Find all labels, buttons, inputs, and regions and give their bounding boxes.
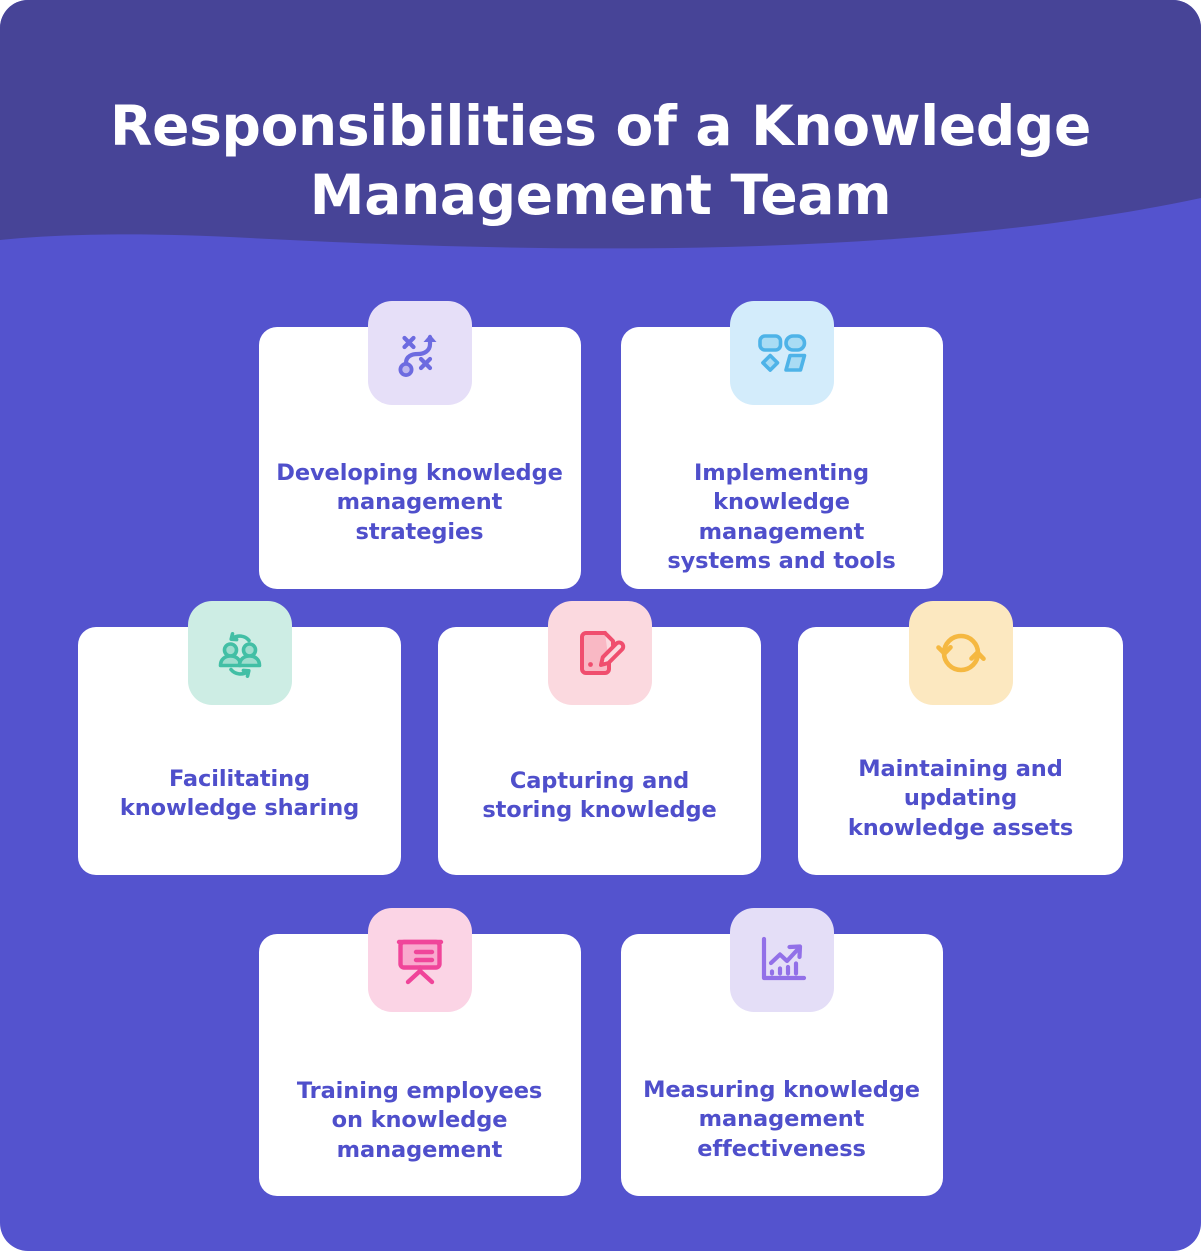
card-row-2: Facilitating knowledge sharing Capturing… — [0, 601, 1201, 875]
page-title: Responsibilities of a Knowledge Manageme… — [110, 93, 1091, 228]
card-row-3: Training employees on knowledge manageme… — [0, 908, 1201, 1196]
knowledge-sharing-people-icon — [218, 632, 261, 678]
document-edit-icon-tile — [547, 601, 652, 705]
card-training-employees-on-knowledge-management[interactable]: Training employees on knowledge manageme… — [258, 908, 581, 1196]
refresh-sync-icon-tile — [908, 601, 1013, 705]
card-label: Capturing and storing knowledge — [482, 768, 717, 824]
presentation-board-icon — [396, 939, 443, 985]
header-band — [0, 0, 1201, 270]
knowledge-sharing-people-icon-tile — [187, 601, 292, 705]
growth-chart-icon-tile — [729, 908, 834, 1012]
card-row-1: Developing knowledge management strategi… — [0, 301, 1201, 589]
card-facilitating-knowledge-sharing[interactable]: Facilitating knowledge sharing — [78, 601, 401, 875]
card-label: Measuring knowledge management effective… — [643, 1077, 920, 1162]
card-label: Maintaining and updating knowledge asset… — [847, 756, 1074, 841]
refresh-sync-icon — [935, 633, 986, 673]
card-capturing-and-storing-knowledge[interactable]: Capturing and storing knowledge — [438, 601, 761, 875]
card-developing-knowledge-management-strategies[interactable]: Developing knowledge management strategi… — [258, 301, 581, 589]
strategy-path-icon-tile — [367, 301, 472, 405]
card-implementing-knowledge-management-systems-and-tools[interactable]: Implementing knowledge management system… — [620, 301, 943, 589]
document-edit-icon — [579, 631, 625, 675]
card-label: Developing knowledge management strategi… — [276, 460, 563, 545]
card-label: Facilitating knowledge sharing — [119, 766, 360, 822]
system-modules-icon — [757, 334, 806, 372]
card-label: Implementing knowledge management system… — [667, 460, 896, 575]
system-modules-icon-tile — [729, 301, 834, 405]
card-maintaining-and-updating-knowledge-assets[interactable]: Maintaining and updating knowledge asset… — [798, 601, 1123, 875]
card-measuring-knowledge-management-effectiveness[interactable]: Measuring knowledge management effective… — [620, 908, 943, 1196]
growth-chart-icon — [761, 936, 806, 981]
header-curve-shape — [0, 0, 1201, 249]
card-label: Training employees on knowledge manageme… — [296, 1078, 543, 1163]
presentation-board-icon-tile — [367, 908, 472, 1012]
strategy-path-icon — [397, 334, 436, 378]
